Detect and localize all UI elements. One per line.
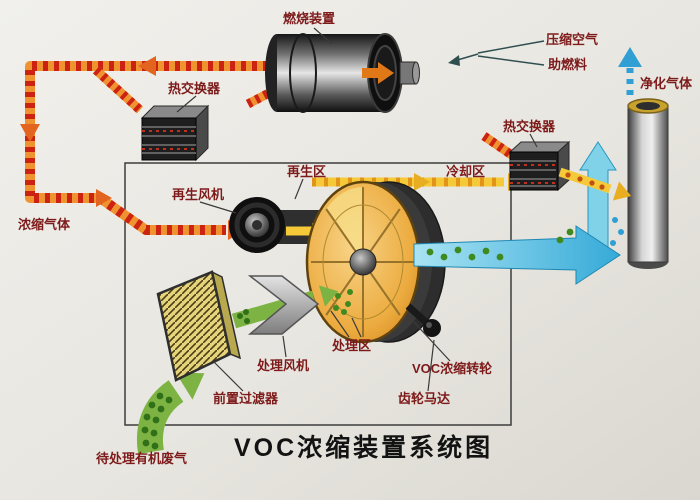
system-boundary-box: [124, 162, 512, 426]
intake-arrow: [137, 372, 205, 455]
purified-gas-stack: [627, 98, 669, 269]
label-gear-motor: 齿轮马达: [398, 391, 451, 406]
gear-motor: [405, 303, 441, 337]
label-purified-gas: 净化气体: [640, 76, 693, 91]
label-compressed-air: 压缩空气: [546, 32, 599, 47]
label-combustion-device: 燃烧装置: [283, 11, 336, 26]
label-voc-rotor: VOC浓缩转轮: [412, 361, 493, 376]
leader-lines: [176, 27, 538, 392]
label-cooling-zone: 冷却区: [446, 164, 486, 179]
label-raw-waste-gas: 待处理有机废气: [96, 451, 188, 466]
air-fuel-feed-lines: [448, 40, 545, 66]
diagram-title: VOC浓缩装置系统图: [234, 434, 494, 462]
label-heat-exchanger-left: 热交换器: [168, 81, 221, 96]
combustion-device: [265, 33, 420, 113]
label-heat-exchanger-right: 热交换器: [503, 119, 556, 134]
heat-exchanger-right: [508, 140, 571, 192]
treatment-fan: [247, 275, 320, 335]
label-regeneration-zone: 再生区: [287, 164, 327, 179]
label-auxiliary-fuel: 助燃料: [548, 57, 588, 72]
label-regeneration-fan: 再生风机: [172, 187, 225, 202]
label-concentrated-gas: 浓缩气体: [18, 217, 71, 232]
label-pre-filter: 前置过滤器: [213, 391, 279, 406]
clean-air-riser: [579, 141, 617, 253]
voc-rotor: [305, 180, 446, 344]
treated-gas-arrowhead: [318, 285, 353, 315]
regeneration-fan: [229, 197, 326, 253]
heat-exchanger-left: [140, 104, 210, 162]
clean-air-arrow: [413, 225, 621, 285]
warm-flow-to-stack: [558, 167, 632, 201]
label-treatment-fan: 处理风机: [257, 358, 310, 373]
label-treatment-zone: 处理区: [332, 338, 372, 353]
purified-gas-arrow: [610, 47, 642, 246]
pre-filter: [156, 270, 242, 382]
